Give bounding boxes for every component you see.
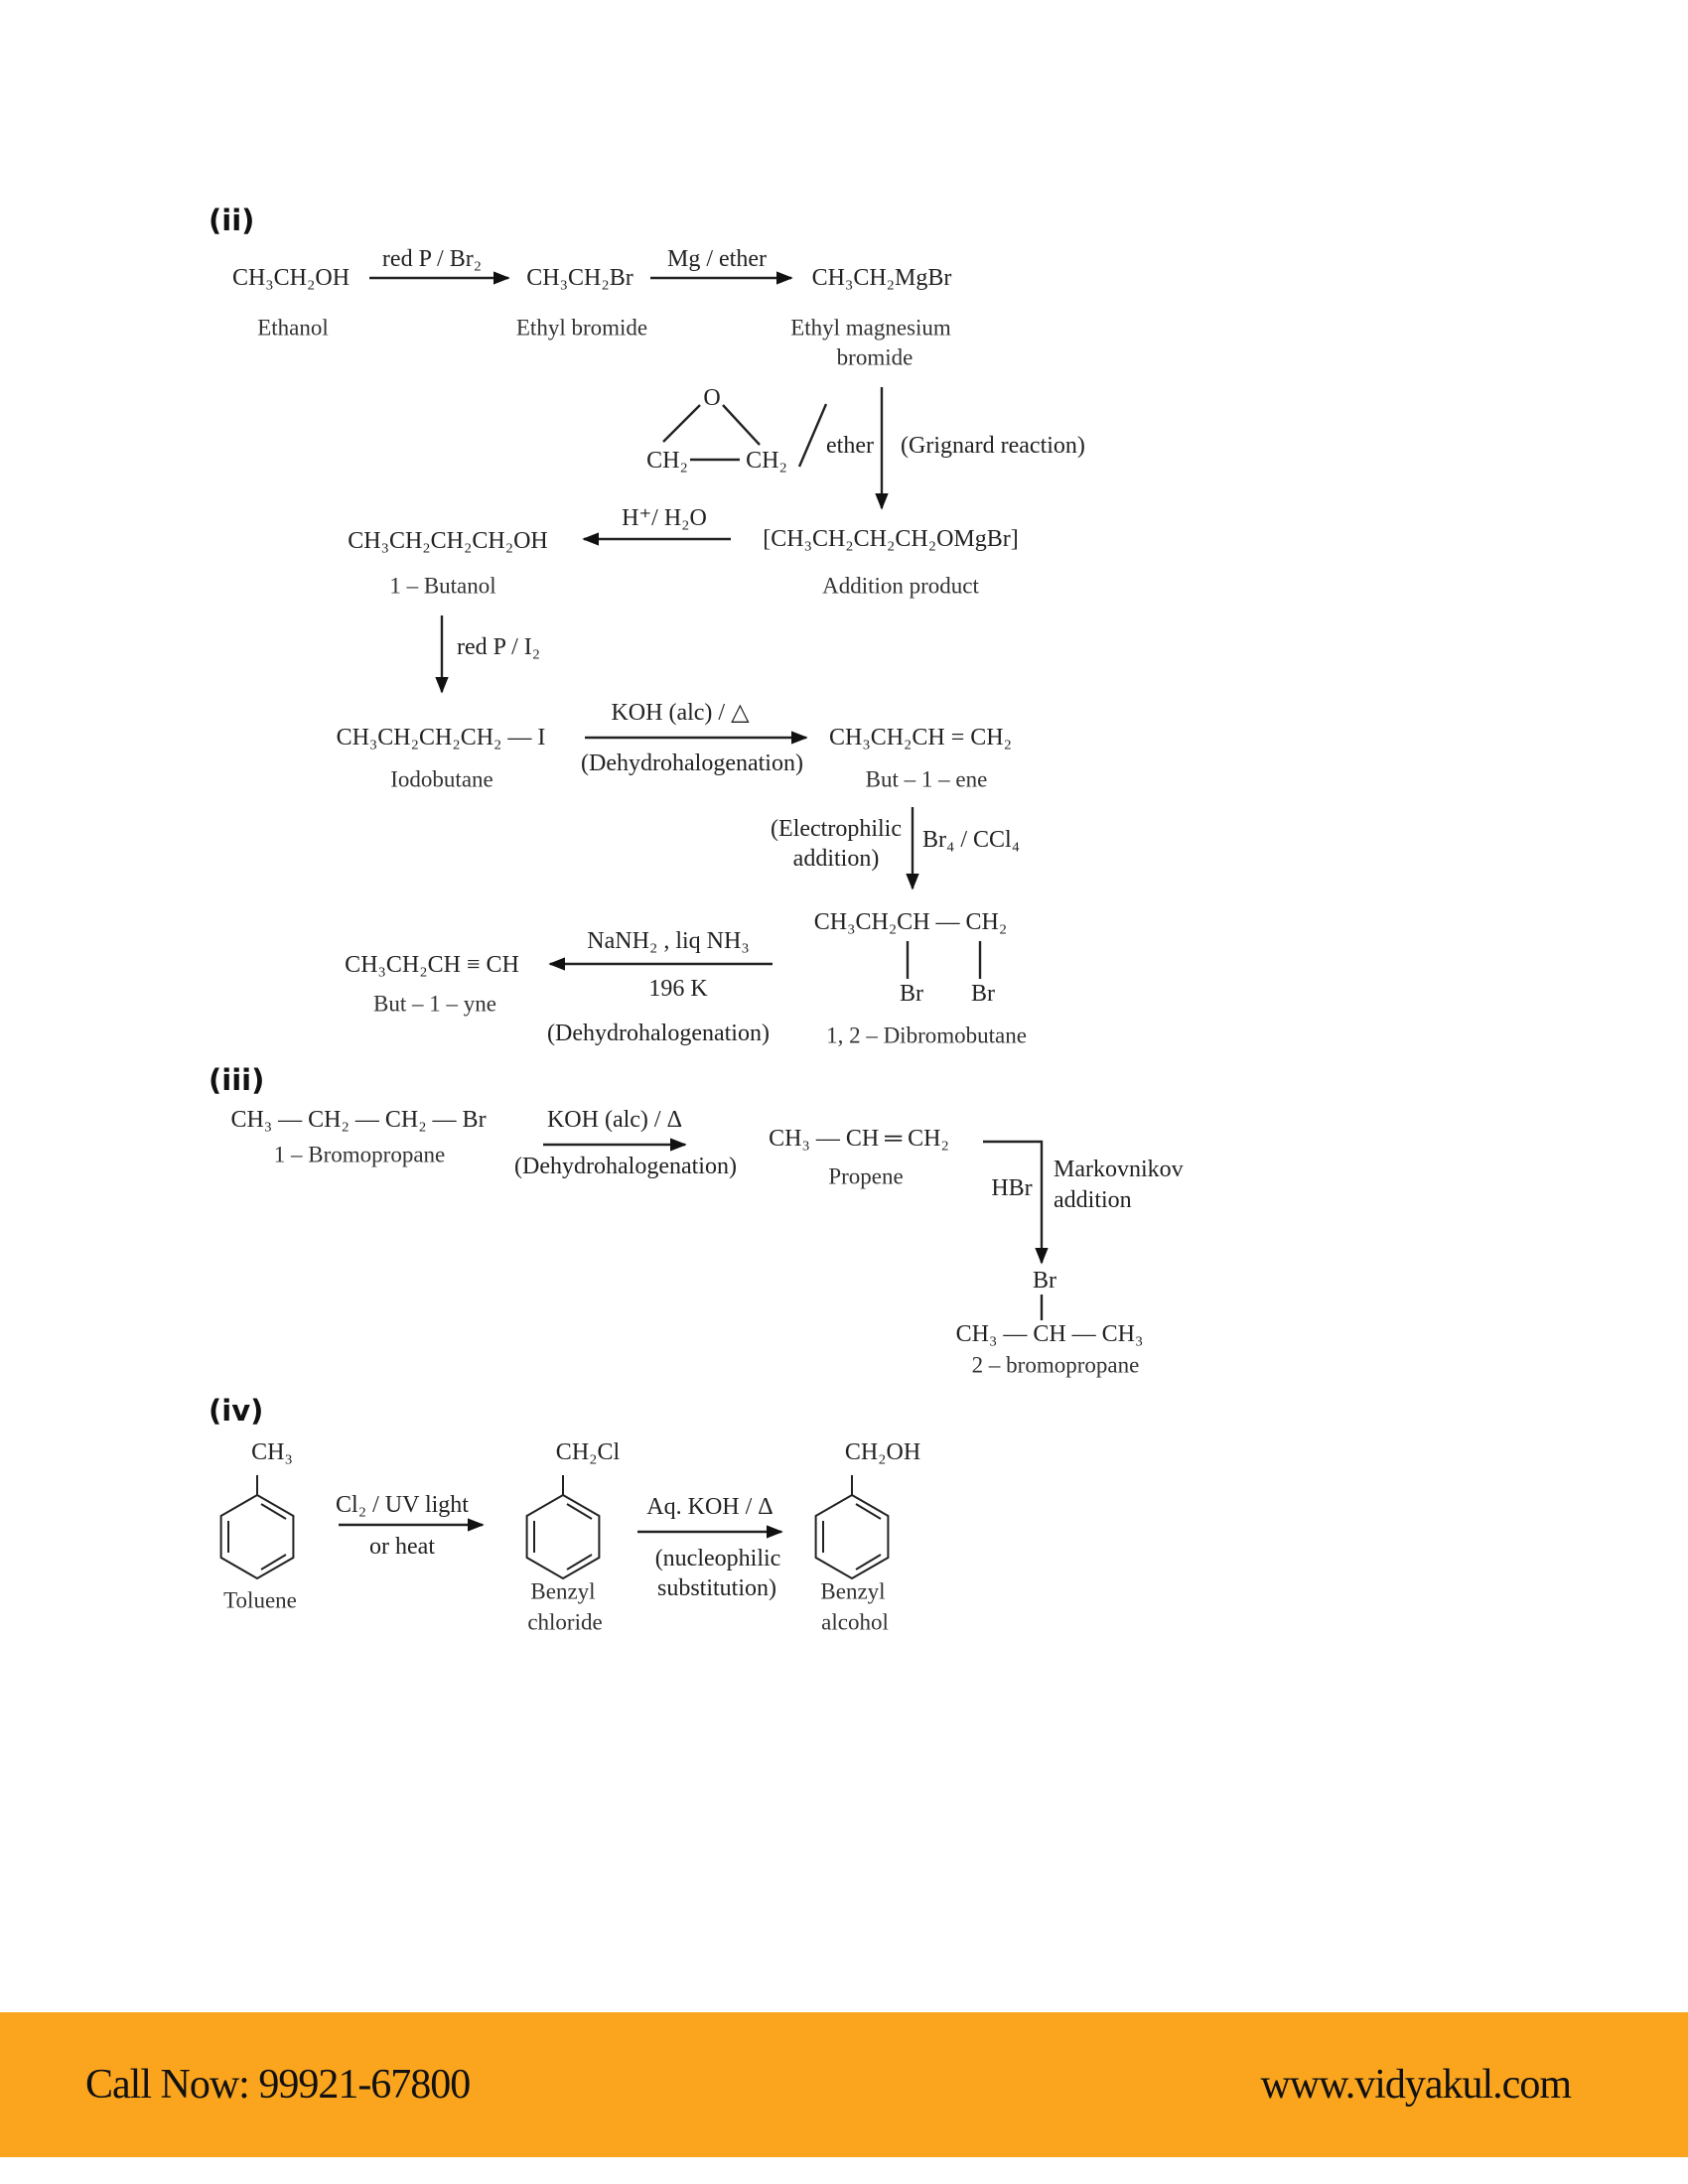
- product-br: Br: [1033, 1268, 1056, 1294]
- bromopropane-formula: CH₃ — CH₂ — CH₂ — Br: [230, 1107, 487, 1133]
- footer-website-link[interactable]: www.vidyakul.com: [1260, 2062, 1572, 2108]
- ethanol-formula: CH₃CH₂OH: [231, 265, 351, 291]
- grignard-name-line1: Ethyl magnesium: [790, 315, 951, 341]
- step2-note-line2: addition: [1054, 1187, 1132, 1213]
- benzyl-alcohol-name-line2: alcohol: [821, 1609, 889, 1635]
- bromopropane-product-formula: CH₃ — CH — CH₃: [955, 1321, 1144, 1347]
- step1-note-iv: or heat: [369, 1534, 435, 1560]
- step6-reagent: KOH (alc) / △: [611, 700, 750, 726]
- step8-note: (Dehydrohalogenation): [547, 1021, 770, 1046]
- dibromobutane-name: 1, 2 – Dibromobutane: [826, 1023, 1027, 1048]
- propene-name: Propene: [828, 1163, 904, 1189]
- butene-formula: CH₃CH₂CH = CH₂: [829, 725, 1012, 751]
- step1-note-iii: (Dehydrohalogenation): [514, 1154, 737, 1179]
- step7-note-line1: (Electrophilic: [771, 816, 902, 842]
- toluene-substituent: CH₃: [251, 1439, 293, 1465]
- benzene-ring-benzyl-chloride: [525, 1475, 601, 1580]
- step6-note: (Dehydrohalogenation): [581, 751, 803, 776]
- step1-reagent-iii: KOH (alc) / Δ: [546, 1107, 683, 1133]
- butyne-formula: CH₃CH₂CH ≡ CH: [345, 952, 519, 978]
- benzyl-alcohol-substituent: CH₂OH: [844, 1439, 921, 1465]
- ethanol-name: Ethanol: [257, 315, 329, 341]
- butyne-name: But – 1 – yne: [373, 991, 496, 1017]
- butanol-formula: CH₃CH₂CH₂CH₂OH: [348, 528, 548, 554]
- step7-reagent: Br₄ / CCl₄: [922, 827, 1021, 853]
- dibromobutane-formula: CH₃CH₂CH — CH₂: [813, 909, 1008, 935]
- step2-note-line1: Markovnikov: [1054, 1157, 1184, 1182]
- epoxide-ch2-left: CH₂: [646, 448, 688, 474]
- benzyl-chloride-name-line1: Benzyl: [530, 1578, 596, 1604]
- dibromobutane-br2: Br: [971, 981, 995, 1007]
- ethyl-bromide-formula: CH₃CH₂Br: [526, 265, 633, 291]
- toluene-name: Toluene: [223, 1587, 297, 1613]
- step8-reagent: NaNH₂ , liq NH₃: [587, 928, 750, 954]
- footer-banner: Call Now: 99921-67800 www.vidyakul.com: [0, 2012, 1688, 2157]
- addition-product-formula: [CH₃CH₂CH₂CH₂OMgBr]: [763, 526, 1019, 552]
- bromopropane-name: 1 – Bromopropane: [273, 1142, 446, 1167]
- step1-reagent-iv: Cl₂ / UV light: [336, 1492, 469, 1518]
- grignard-formula: CH₃CH₂MgBr: [811, 265, 952, 291]
- arrow-propene-to-product: [983, 1140, 1049, 1265]
- benzene-ring-toluene: [219, 1475, 295, 1580]
- benzyl-alcohol-name-line1: Benzyl: [820, 1578, 886, 1604]
- step7-note-line2: addition): [792, 846, 880, 872]
- benzyl-chloride-name-line2: chloride: [527, 1609, 603, 1635]
- step2-reagent: Mg / ether: [667, 246, 767, 272]
- step2-reagent-iv: Aq. KOH / Δ: [646, 1494, 774, 1520]
- benzene-ring-benzyl-alcohol: [814, 1475, 890, 1580]
- epoxide-ch2-right: CH₂: [746, 448, 787, 474]
- butanol-name: 1 – Butanol: [389, 573, 496, 599]
- epoxide-bond-right: [722, 404, 761, 446]
- section-label-ii: (ii): [209, 204, 255, 237]
- step5-reagent: red P / I₂: [457, 634, 541, 660]
- iodobutane-formula: CH₃CH₂CH₂CH₂ — I: [336, 725, 546, 751]
- epoxide-oxygen: O: [703, 385, 721, 411]
- ethyl-bromide-name: Ethyl bromide: [515, 315, 648, 341]
- section-label-iii: (iii): [209, 1063, 265, 1097]
- step2-reagent-iii: HBr: [991, 1175, 1033, 1201]
- step2-note-line1-iv: (nucleophilic: [654, 1546, 781, 1571]
- step3-solvent: ether: [826, 433, 874, 459]
- step8-temperature: 196 K: [648, 976, 708, 1002]
- propene-formula: CH₃ — CH ═ CH₂: [769, 1126, 949, 1152]
- dibromobutane-br1: Br: [900, 981, 923, 1007]
- iodobutane-name: Iodobutane: [390, 766, 493, 792]
- bromopropane-product-name: 2 – bromopropane: [971, 1352, 1140, 1378]
- section-label-iv: (iv): [209, 1394, 264, 1428]
- slash-divider: [797, 403, 828, 468]
- butene-name: But – 1 – ene: [865, 766, 988, 792]
- step2-note-line2-iv: substitution): [656, 1575, 777, 1601]
- benzyl-chloride-substituent: CH₂Cl: [555, 1439, 621, 1465]
- grignard-name-line2: bromide: [836, 344, 914, 370]
- step1-reagent: red P / Br₂: [381, 246, 483, 272]
- step4-reagent: H⁺/ H₂O: [622, 505, 707, 531]
- addition-product-name: Addition product: [822, 573, 979, 599]
- step3-note: (Grignard reaction): [901, 433, 1085, 459]
- epoxide-bond-left: [662, 404, 701, 443]
- footer-phone[interactable]: Call Now: 99921-67800: [85, 2062, 471, 2108]
